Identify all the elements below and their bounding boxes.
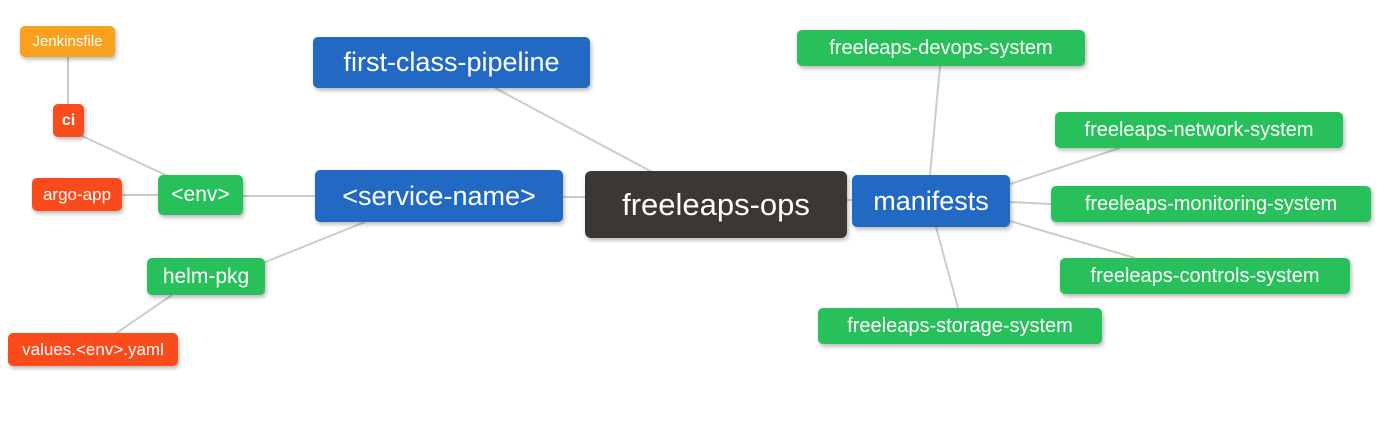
node-manifests[interactable]: manifests (852, 175, 1010, 227)
node-first-class-pipeline[interactable]: first-class-pipeline (313, 37, 590, 88)
edge-manifests-storage (935, 226, 959, 309)
node-monitoring-system[interactable]: freeleaps-monitoring-system (1051, 186, 1371, 222)
node-network-system[interactable]: freeleaps-network-system (1055, 112, 1343, 148)
node-env[interactable]: <env> (158, 175, 243, 215)
node-values-env-yaml[interactable]: values.<env>.yaml (8, 333, 178, 366)
node-storage-system[interactable]: freeleaps-storage-system (818, 308, 1102, 344)
node-freeleaps-ops-root[interactable]: freeleaps-ops (585, 171, 847, 238)
edge-helm-pkg-values (114, 294, 173, 335)
edge-manifests-controls (1009, 220, 1136, 259)
edge-manifests-network (1009, 147, 1121, 185)
node-service-name[interactable]: <service-name> (315, 170, 563, 222)
node-jenkinsfile[interactable]: Jenkinsfile (20, 26, 115, 57)
edge-ci-env (79, 134, 173, 179)
edge-manifests-devops (929, 65, 941, 176)
node-argo-app[interactable]: argo-app (32, 178, 122, 211)
edge-manifests-monitoring (1009, 201, 1052, 205)
node-devops-system[interactable]: freeleaps-devops-system (797, 30, 1085, 66)
edge-service-name-helm-pkg (262, 221, 366, 264)
node-helm-pkg[interactable]: helm-pkg (147, 258, 265, 295)
edge-pipeline-ops (494, 87, 653, 173)
node-controls-system[interactable]: freeleaps-controls-system (1060, 258, 1350, 294)
node-ci[interactable]: ci (53, 104, 84, 137)
